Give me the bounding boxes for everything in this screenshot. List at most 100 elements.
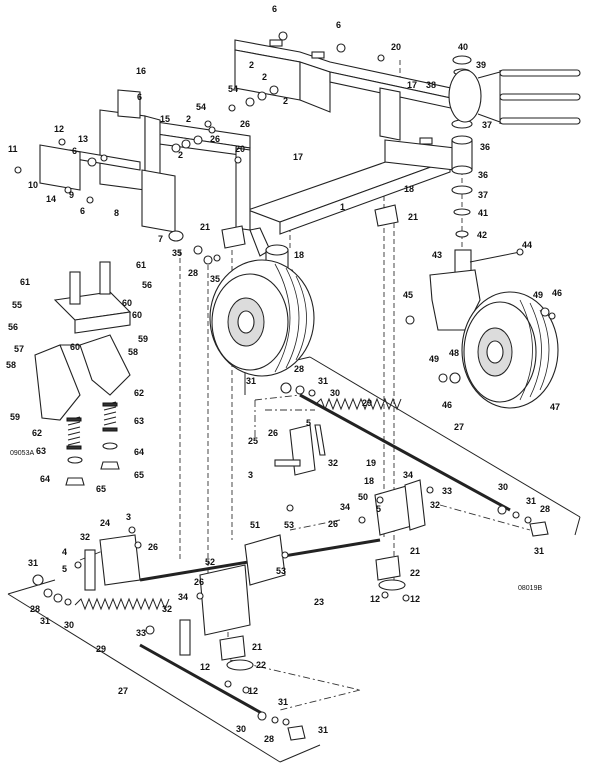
callout-2: 2 [186, 114, 191, 124]
callout-12: 12 [54, 124, 64, 134]
callout-56: 56 [142, 280, 152, 290]
callout-34: 34 [178, 592, 188, 602]
callout-23: 23 [314, 597, 324, 607]
callout-2: 2 [283, 96, 288, 106]
callout-11: 11 [8, 144, 18, 154]
callout-33: 33 [442, 486, 452, 496]
callout-55: 55 [12, 300, 22, 310]
callout-26: 26 [210, 134, 220, 144]
callout-26: 26 [268, 428, 278, 438]
callout-30: 30 [330, 388, 340, 398]
callout-21: 21 [200, 222, 210, 232]
callout-58: 58 [128, 347, 138, 357]
callout-29: 29 [362, 398, 372, 408]
callout-49: 49 [533, 290, 543, 300]
callout-53: 53 [276, 566, 286, 576]
front-tire-right [461, 291, 559, 409]
callout-54: 54 [228, 84, 238, 94]
callout-27: 27 [118, 686, 128, 696]
callout-21: 21 [410, 546, 420, 556]
callout-2: 2 [262, 72, 267, 82]
callout-62: 62 [134, 388, 144, 398]
callout-6: 6 [80, 206, 85, 216]
callout-47: 47 [550, 402, 560, 412]
callout-2: 2 [178, 150, 183, 160]
spring-29-upper [314, 397, 402, 411]
callout-5: 5 [62, 564, 67, 574]
callout-31: 31 [246, 376, 256, 386]
callout-1: 1 [340, 202, 345, 212]
callout-41: 41 [478, 208, 488, 218]
inset-pivot-assembly [34, 261, 132, 486]
lever-bracket-upper [274, 424, 426, 536]
callout-22: 22 [256, 660, 266, 670]
spring-left [66, 416, 82, 450]
callout-52: 52 [205, 557, 215, 567]
callout-25: 25 [248, 436, 258, 446]
callout-54: 54 [196, 102, 206, 112]
callout-65: 65 [134, 470, 144, 480]
callout-28: 28 [540, 504, 550, 514]
callout-20: 20 [391, 42, 401, 52]
callout-28: 28 [30, 604, 40, 614]
callout-26: 26 [148, 542, 158, 552]
callout-32: 32 [430, 500, 440, 510]
callout-8: 8 [114, 208, 119, 218]
callout-3: 3 [126, 512, 131, 522]
callout-44: 44 [522, 240, 532, 250]
callout-36: 36 [478, 170, 488, 180]
callout-10: 10 [28, 180, 38, 190]
callout-35: 35 [210, 274, 220, 284]
callout-31: 31 [526, 496, 536, 506]
callout-45: 45 [403, 290, 413, 300]
figure-ref-left: 09053A [10, 450, 34, 457]
callout-22: 22 [410, 568, 420, 578]
callout-32: 32 [328, 458, 338, 468]
callout-26: 26 [328, 519, 338, 529]
callout-63: 63 [36, 446, 46, 456]
callout-18: 18 [404, 184, 414, 194]
callout-26: 26 [194, 577, 204, 587]
callout-30: 30 [236, 724, 246, 734]
callout-58: 58 [6, 360, 16, 370]
callout-60: 60 [132, 310, 142, 320]
callout-31: 31 [40, 616, 50, 626]
callout-61: 61 [20, 277, 30, 287]
caster-fork-right [429, 248, 524, 331]
callout-46: 46 [552, 288, 562, 298]
pivot-blocks [168, 204, 406, 671]
callout-32: 32 [162, 604, 172, 614]
callout-6: 6 [336, 20, 341, 30]
callout-51: 51 [250, 520, 260, 530]
callout-42: 42 [477, 230, 487, 240]
callout-65: 65 [96, 484, 106, 494]
callout-9: 9 [69, 190, 74, 200]
callout-12: 12 [370, 594, 380, 604]
callout-39: 39 [476, 60, 486, 70]
spring-right [102, 401, 118, 432]
callout-37: 37 [482, 120, 492, 130]
callout-3: 3 [248, 470, 253, 480]
callout-6: 6 [137, 92, 142, 102]
callout-6: 6 [72, 146, 77, 156]
callout-30: 30 [498, 482, 508, 492]
caster-spindle-stack [448, 55, 581, 238]
callout-14: 14 [46, 194, 56, 204]
callout-59: 59 [10, 412, 20, 422]
callout-4: 4 [62, 547, 67, 557]
callout-31: 31 [278, 697, 288, 707]
callout-12: 12 [248, 686, 258, 696]
callout-5: 5 [306, 418, 311, 428]
callout-17: 17 [407, 80, 417, 90]
callout-20: 20 [235, 144, 245, 154]
callout-12: 12 [200, 662, 210, 672]
callout-21: 21 [408, 212, 418, 222]
callout-24: 24 [100, 518, 110, 528]
callout-18: 18 [364, 476, 374, 486]
callout-56: 56 [8, 322, 18, 332]
callout-62: 62 [32, 428, 42, 438]
lever-bracket-lower [84, 534, 286, 656]
callout-5: 5 [376, 504, 381, 514]
callout-2: 2 [249, 60, 254, 70]
